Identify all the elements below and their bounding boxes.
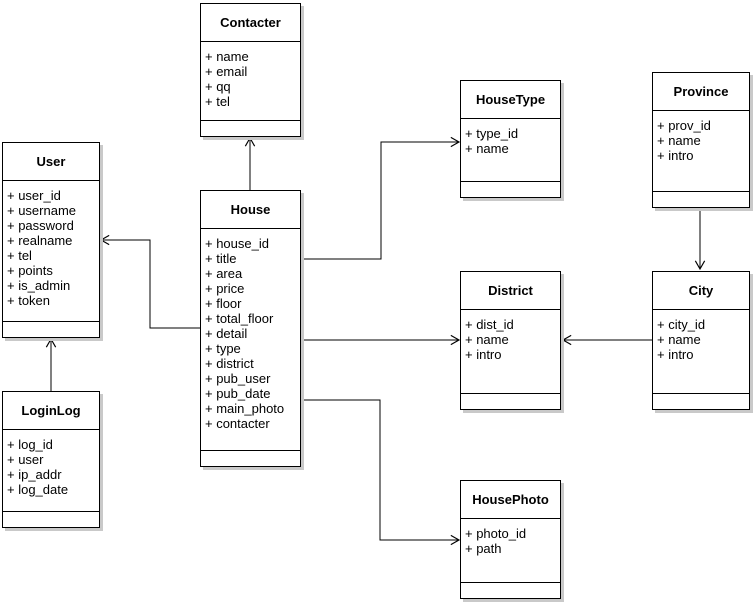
class-attribute: + total_floor <box>205 311 274 326</box>
class-attribute: + main_photo <box>205 401 285 416</box>
class-attributes: + dist_id+ name+ intro <box>461 310 560 394</box>
class-title: House <box>201 191 300 229</box>
class-box-housephoto[interactable]: HousePhoto+ photo_id+ path <box>460 480 561 599</box>
class-attribute: + dist_id <box>465 317 514 332</box>
class-title: Contacter <box>201 4 300 42</box>
class-attribute: + name <box>657 332 701 347</box>
class-attribute: + log_id <box>7 437 53 452</box>
class-attribute: + points <box>7 263 53 278</box>
class-attribute: + token <box>7 293 51 308</box>
class-attribute: + name <box>205 49 249 64</box>
class-title: HousePhoto <box>461 481 560 519</box>
class-attribute: + city_id <box>657 317 706 332</box>
class-attribute: + intro <box>657 347 694 362</box>
class-attribute: + district <box>205 356 254 371</box>
class-attribute: + type_id <box>465 126 519 141</box>
class-attribute: + name <box>657 133 701 148</box>
class-attributes: + photo_id+ path <box>461 519 560 583</box>
class-attribute: + intro <box>657 148 694 163</box>
class-attribute: + prov_id <box>657 118 711 133</box>
class-footer-compartment <box>201 451 300 466</box>
house-to-user-connector <box>99 234 200 329</box>
class-title: Province <box>653 73 749 111</box>
house-to-housephoto-connector <box>301 399 461 546</box>
class-box-house[interactable]: House+ house_id+ title+ area+ price+ flo… <box>200 190 301 467</box>
class-attribute: + floor <box>205 296 242 311</box>
class-title: LoginLog <box>3 392 99 430</box>
class-attribute: + area <box>205 266 243 281</box>
class-box-housetype[interactable]: HouseType+ type_id+ name <box>460 80 561 198</box>
class-title: User <box>3 143 99 181</box>
class-attribute: + tel <box>205 94 230 109</box>
class-attributes: + prov_id+ name+ intro <box>653 111 749 192</box>
class-attributes: + city_id+ name+ intro <box>653 310 749 394</box>
class-attribute: + path <box>465 541 502 556</box>
class-attribute: + realname <box>7 233 73 248</box>
class-attribute: + user <box>7 452 44 467</box>
class-footer-compartment <box>461 182 560 197</box>
class-footer-compartment <box>653 394 749 409</box>
class-attributes: + user_id+ username+ password+ realname+… <box>3 181 99 322</box>
class-box-province[interactable]: Province+ prov_id+ name+ intro <box>652 72 750 208</box>
class-attribute: + name <box>465 141 509 156</box>
class-footer-compartment <box>3 322 99 337</box>
class-footer-compartment <box>3 512 99 527</box>
class-attribute: + house_id <box>205 236 269 251</box>
class-footer-compartment <box>461 583 560 598</box>
class-title: District <box>461 272 560 310</box>
class-footer-compartment <box>653 192 749 207</box>
class-box-district[interactable]: District+ dist_id+ name+ intro <box>460 271 561 410</box>
class-attribute: + username <box>7 203 77 218</box>
class-attribute: + title <box>205 251 237 266</box>
class-attribute: + user_id <box>7 188 61 203</box>
class-attribute: + name <box>465 332 509 347</box>
class-attribute: + pub_user <box>205 371 271 386</box>
class-attribute: + email <box>205 64 248 79</box>
class-attribute: + detail <box>205 326 248 341</box>
class-box-loginlog[interactable]: LoginLog+ log_id+ user+ ip_addr+ log_dat… <box>2 391 100 528</box>
class-box-contacter[interactable]: Contacter+ name+ email+ qq+ tel <box>200 3 301 137</box>
class-footer-compartment <box>201 121 300 136</box>
class-attribute: + photo_id <box>465 526 527 541</box>
class-attribute: + intro <box>465 347 502 362</box>
class-attributes: + type_id+ name <box>461 119 560 182</box>
class-title: HouseType <box>461 81 560 119</box>
class-attribute: + contacter <box>205 416 270 431</box>
class-attribute: + is_admin <box>7 278 71 293</box>
class-footer-compartment <box>461 394 560 409</box>
class-title: City <box>653 272 749 310</box>
class-attribute: + type <box>205 341 241 356</box>
class-attribute: + password <box>7 218 74 233</box>
class-attribute: + log_date <box>7 482 69 497</box>
class-attribute: + qq <box>205 79 231 94</box>
house-to-housetype-connector <box>301 136 461 260</box>
class-box-user[interactable]: User+ user_id+ username+ password+ realn… <box>2 142 100 338</box>
class-box-city[interactable]: City+ city_id+ name+ intro <box>652 271 750 410</box>
class-attributes: + log_id+ user+ ip_addr+ log_date <box>3 430 99 512</box>
class-attribute: + pub_date <box>205 386 271 401</box>
class-attribute: + tel <box>7 248 32 263</box>
class-attribute: + price <box>205 281 245 296</box>
class-attribute: + ip_addr <box>7 467 62 482</box>
class-attributes: + name+ email+ qq+ tel <box>201 42 300 121</box>
class-attributes: + house_id+ title+ area+ price+ floor+ t… <box>201 229 300 451</box>
